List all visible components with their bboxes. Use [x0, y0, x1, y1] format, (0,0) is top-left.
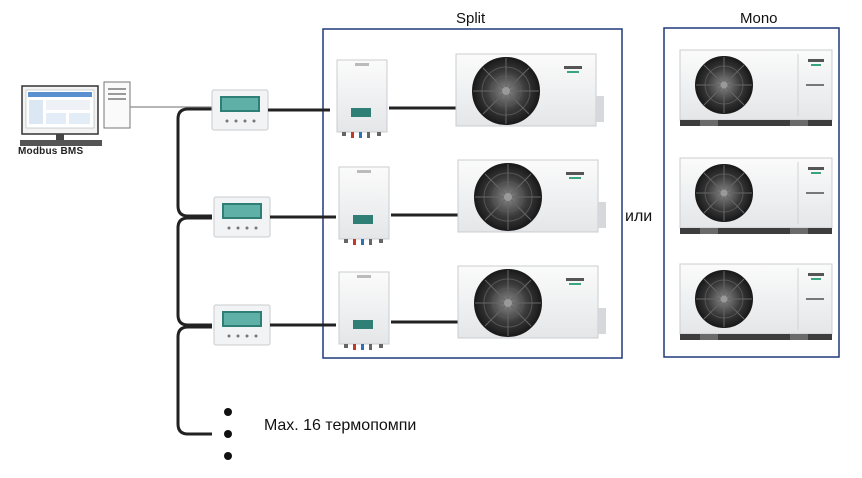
bus-cable-continued [176, 325, 212, 436]
split-group-title: Split [456, 10, 486, 27]
wired-controller-icon [213, 304, 271, 346]
bus-cable-2-3 [176, 216, 212, 327]
bus-cable-1-2 [176, 107, 212, 218]
hydro-box-icon [338, 271, 390, 351]
mono-group-title: Mono [740, 10, 778, 27]
monoblock-unit-icon [679, 49, 833, 127]
split-outdoor-unit-icon [457, 265, 607, 339]
or-label: или [625, 208, 653, 225]
hydro-box-icon [336, 59, 388, 139]
split-outdoor-unit-icon [455, 53, 605, 127]
split-outdoor-unit-icon [457, 159, 607, 233]
wired-controller-icon [213, 196, 271, 238]
monoblock-unit-icon [679, 157, 833, 235]
monoblock-unit-icon [679, 263, 833, 341]
hydro-box-icon [338, 166, 390, 246]
max-units-note: Max. 16 термопомпи [264, 417, 417, 434]
split-group-frame [322, 28, 623, 359]
continuation-dot [224, 430, 232, 438]
bms-label: Modbus BMS [18, 146, 84, 157]
continuation-dot [224, 452, 232, 460]
mono-group-frame [663, 27, 840, 358]
continuation-dot [224, 408, 232, 416]
wired-controller-icon [211, 89, 269, 131]
computer-workstation-icon [20, 81, 131, 146]
